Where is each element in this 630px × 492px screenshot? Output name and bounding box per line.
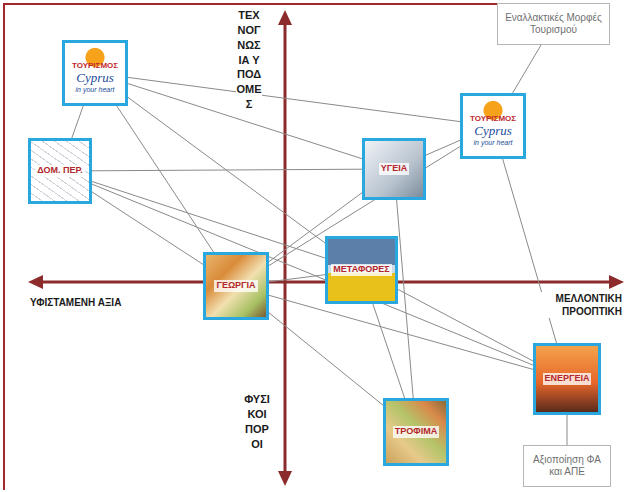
logo-text: Cyprus <box>76 71 114 85</box>
connector-line <box>373 304 405 398</box>
axis-label: ΜΕΛΛΟΝΤΙΚΗ ΠΡΟΟΠΤΙΚΗ <box>520 292 622 318</box>
tourism-tile: ΤΟΥΡΙΣΜΟΣCyprusin your heart <box>460 93 526 159</box>
connector-line <box>567 415 568 445</box>
connector-line <box>269 275 325 282</box>
callout-box: Εναλλακτικές Μορφές Τουρισμού <box>497 3 610 45</box>
connector-line <box>117 106 214 252</box>
sector-tile: ΥΓΕΙΑ <box>362 138 426 200</box>
sector-label: ΔΟΜ. ΠΕΡ. <box>35 165 85 176</box>
connector-line <box>397 200 414 398</box>
sector-label: ΤΡΟΦΙΜΑ <box>393 426 439 437</box>
sector-label: ΓΕΩΡΓΙΑ <box>214 280 257 291</box>
axis-arrowhead <box>278 10 292 25</box>
callout-text: Εναλλακτικές Μορφές Τουρισμού <box>504 12 603 37</box>
connector-line <box>426 140 460 155</box>
sector-label: ΥΓΕΙΑ <box>379 163 409 174</box>
sector-tile: ΜΕΤΑΦΟΡΕΣ <box>325 236 398 304</box>
sector-tile: ΓΕΩΡΓΙΑ <box>203 252 269 320</box>
sector-label: ΤΟΥΡΙΣΜΟΣ <box>72 61 118 71</box>
logo-text: in your heart <box>474 139 513 147</box>
connector-line <box>72 106 83 138</box>
connector-line <box>92 192 203 265</box>
connector-line <box>269 313 383 405</box>
axis-arrowhead <box>609 275 624 289</box>
callout-text: Αξιοποίηση ΦΑ και ΑΠΕ <box>530 454 604 479</box>
sector-tile: ΤΡΟΦΙΜΑ <box>383 398 449 466</box>
sector-label: ΤΟΥΡΙΣΜΟΣ <box>470 114 516 124</box>
axis-label: ΤΕΧΝΟΓΝΩΣΙΑ ΥΠΟΔΟΜΕΣ <box>236 8 262 112</box>
vertical-axis <box>284 22 287 474</box>
sector-label: ΕΝΕΡΓΕΙΑ <box>543 373 592 384</box>
connector-line <box>513 45 541 93</box>
sector-label: ΜΕΤΑΦΟΡΕΣ <box>331 264 391 275</box>
axis-label: ΦΥΣΙΚΟΙ ΠΟΡΟΙ <box>244 392 270 451</box>
connector-line <box>398 289 533 361</box>
connector-line <box>92 169 362 171</box>
tourism-tile: ΤΟΥΡΙΣΜΟΣCyprusin your heart <box>62 40 128 106</box>
callout-box: Αξιοποίηση ΦΑ και ΑΠΕ <box>523 445 611 487</box>
frame-line <box>4 4 497 490</box>
connector-line <box>92 184 533 365</box>
axis-arrowhead <box>28 275 43 289</box>
sector-tile: ΕΝΕΡΓΕΙΑ <box>533 343 601 415</box>
logo-text: in your heart <box>76 86 115 94</box>
axis-label: ΥΦΙΣΤΑΜΕΝΗ ΑΞΙΑ <box>30 296 125 309</box>
sector-tile: ΔΟΜ. ΠΕΡ. <box>28 138 92 204</box>
connector-line <box>269 295 533 369</box>
logo-text: Cyprus <box>474 124 512 138</box>
axis-arrowhead <box>278 471 292 486</box>
